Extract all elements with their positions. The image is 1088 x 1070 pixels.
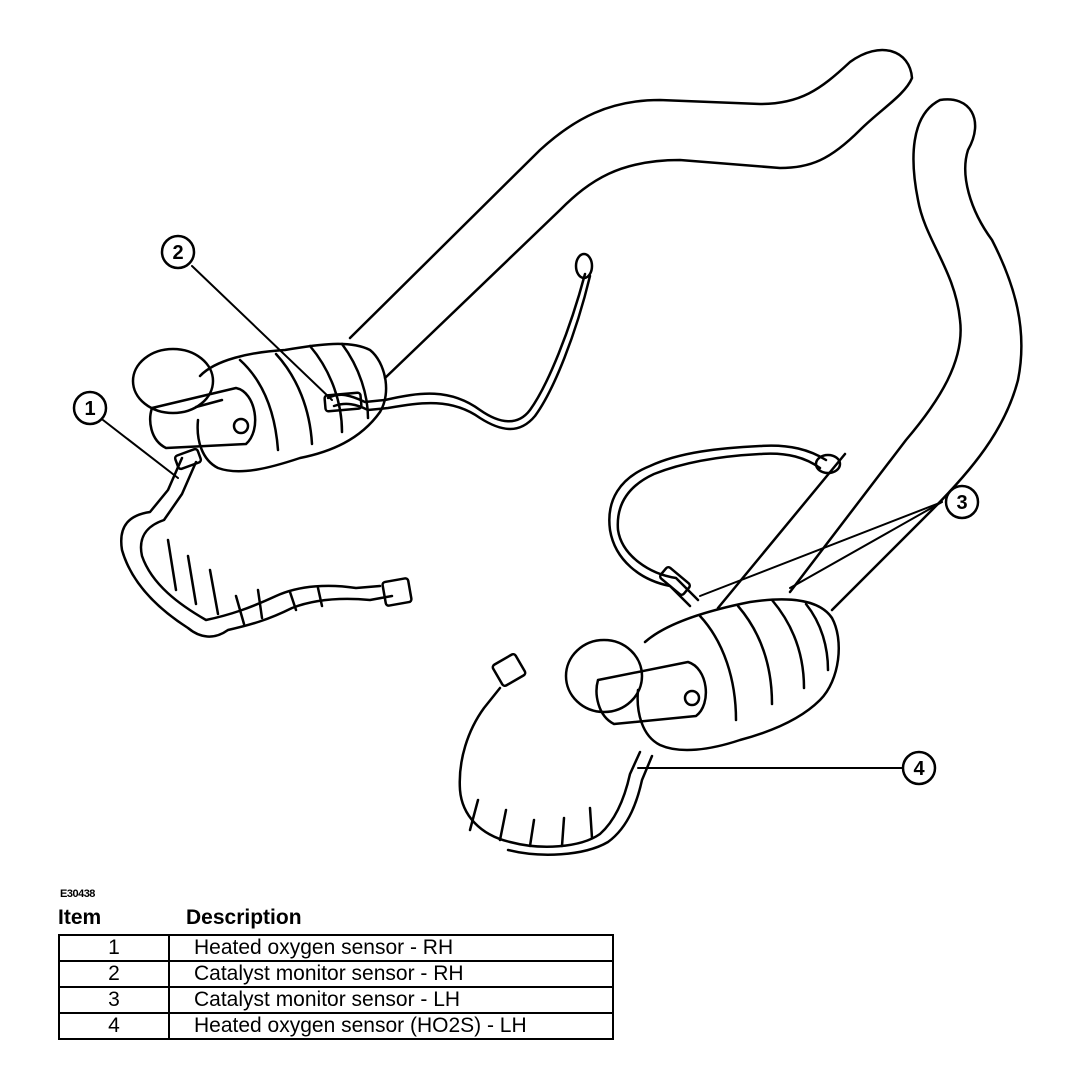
- leader-line-2: [191, 265, 333, 401]
- callout-2: [160, 234, 196, 270]
- sensor-2-wire: [323, 252, 594, 431]
- legend: Item Description 1 Heated oxygen sensor …: [58, 906, 614, 1040]
- callout-2-number: 2: [172, 242, 183, 264]
- callout-4-number: 4: [913, 758, 925, 780]
- sensor-3-wire: [608, 444, 842, 608]
- sensor-3-body: [658, 565, 692, 597]
- legend-item-description: Heated oxygen sensor (HO2S) - LH: [168, 1012, 614, 1040]
- inlet-pipe-lh: [564, 638, 644, 714]
- flange-bolt-lh: [683, 689, 701, 707]
- leader-line-3a: [699, 501, 943, 597]
- leader-line-1: [102, 419, 179, 479]
- flange-rh: [149, 386, 257, 450]
- legend-item-description: Heated oxygen sensor - RH: [168, 934, 614, 962]
- callout-4: [901, 750, 937, 786]
- callout-3: [944, 484, 980, 520]
- figure-id: E30438: [60, 888, 95, 900]
- legend-item-number: 1: [58, 934, 170, 962]
- legend-header-item: Item: [58, 906, 102, 929]
- legend-item-number: 4: [58, 1012, 170, 1040]
- sensor-3-connector: [814, 453, 842, 475]
- callout-1-number: 1: [84, 398, 95, 420]
- flange-bolt-rh: [232, 417, 250, 435]
- legend-table: 1 Heated oxygen sensor - RH 2 Catalyst m…: [58, 934, 614, 1040]
- sensor-2-body: [323, 391, 363, 413]
- legend-item-number: 2: [58, 960, 170, 988]
- catalytic-converter-lh: [564, 598, 840, 752]
- legend-headers: Item Description: [58, 906, 614, 934]
- exhaust-pipe-lh: [716, 98, 1023, 612]
- legend-item-description: Catalyst monitor sensor - LH: [168, 986, 614, 1014]
- leader-lines: [102, 265, 943, 769]
- table-row: 1 Heated oxygen sensor - RH: [58, 934, 614, 962]
- flange-lh: [595, 660, 708, 726]
- table-row: 3 Catalyst monitor sensor - LH: [58, 986, 614, 1014]
- legend-header-description: Description: [186, 906, 302, 929]
- callout-1: [72, 390, 108, 426]
- exhaust-sensor-diagram: 1 2 3 4: [72, 48, 1023, 856]
- table-row: 2 Catalyst monitor sensor - RH: [58, 960, 614, 988]
- inlet-pipe-rh: [131, 347, 215, 415]
- sensor-4-harness: [458, 652, 654, 856]
- sensor-1-connector: [381, 577, 413, 607]
- sensor-1-body: [173, 447, 203, 471]
- sensor-1-harness: [119, 447, 413, 638]
- sensor-4-connector: [491, 652, 527, 688]
- sensor-2-connector: [574, 252, 594, 280]
- callout-3-number: 3: [956, 492, 967, 514]
- leader-line-3b: [789, 501, 943, 589]
- table-row: 4 Heated oxygen sensor (HO2S) - LH: [58, 1012, 614, 1040]
- exhaust-pipe-rh: [348, 48, 914, 380]
- legend-item-number: 3: [58, 986, 170, 1014]
- catalytic-converter-rh: [131, 342, 388, 473]
- legend-item-description: Catalyst monitor sensor - RH: [168, 960, 614, 988]
